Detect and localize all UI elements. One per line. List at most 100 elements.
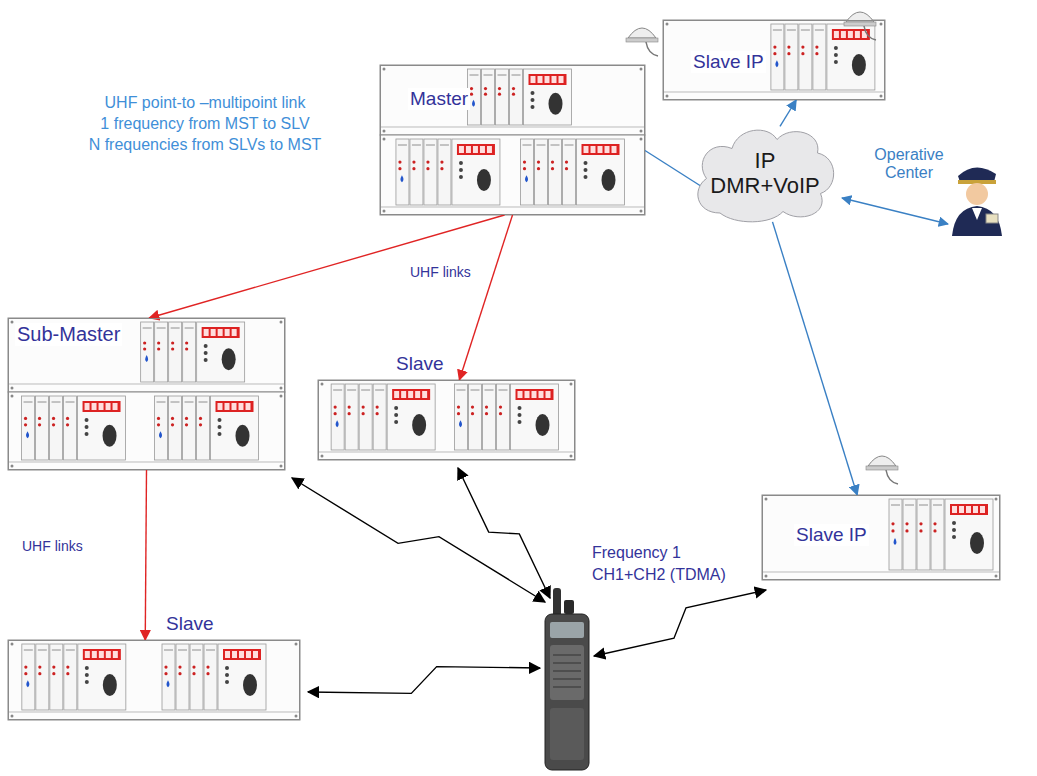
card	[345, 384, 358, 450]
link-description: N frequencies from SLVs to MST	[89, 136, 322, 154]
card	[169, 396, 182, 460]
network-cloud: IP DMR+VoIP	[690, 120, 840, 225]
display-module	[387, 384, 435, 450]
card	[785, 24, 798, 90]
radio-link	[292, 478, 545, 602]
display-module	[577, 139, 625, 205]
rack-unit	[663, 20, 885, 100]
card	[359, 384, 372, 450]
card	[64, 396, 77, 460]
uhf-link	[459, 215, 512, 380]
card	[183, 396, 196, 460]
card	[169, 322, 182, 382]
radio-link	[594, 590, 766, 656]
rack-unit	[8, 318, 285, 392]
card	[931, 499, 944, 570]
card	[903, 499, 916, 570]
rack-unit	[8, 392, 285, 470]
card	[162, 644, 175, 710]
channel-label: CH1+CH2 (TDMA)	[592, 566, 726, 584]
equipment-rack: Slave IP	[762, 495, 1000, 580]
card	[482, 69, 495, 125]
card	[521, 139, 534, 205]
card	[155, 322, 168, 382]
card	[36, 396, 49, 460]
display-module	[511, 384, 559, 450]
node-title: Slave IP	[691, 51, 766, 73]
card	[483, 384, 496, 450]
card	[190, 644, 203, 710]
gps-antenna	[866, 456, 898, 484]
radio-link	[458, 468, 550, 598]
rack-unit	[8, 640, 300, 720]
card	[22, 396, 35, 460]
display-module	[197, 322, 245, 382]
card	[917, 499, 930, 570]
gps-antenna	[626, 28, 658, 56]
card	[331, 384, 344, 450]
rack-unit	[318, 380, 575, 460]
equipment-rack: Slave IP	[663, 20, 885, 100]
node-title: Slave	[396, 353, 444, 375]
link-label: UHF links	[20, 538, 85, 554]
gps-antenna	[844, 12, 876, 40]
node-title: Slave	[166, 613, 214, 635]
card	[22, 644, 35, 710]
link-label: UHF links	[408, 264, 473, 280]
card	[155, 396, 168, 460]
radio-link	[308, 667, 540, 694]
card	[438, 139, 451, 205]
equipment-rack: Sub-Master	[8, 318, 285, 470]
uhf-link	[145, 470, 146, 640]
equipment-rack: Master	[380, 65, 645, 215]
card	[455, 384, 468, 450]
card	[183, 322, 196, 382]
node-title: Sub-Master	[15, 323, 122, 346]
rack-unit	[762, 495, 1000, 580]
card	[197, 396, 210, 460]
card	[64, 644, 77, 710]
card	[510, 69, 523, 125]
display-module	[78, 396, 126, 460]
card	[204, 644, 217, 710]
operator-figure	[952, 167, 1002, 236]
display-module	[945, 499, 993, 570]
uhf-link	[149, 215, 504, 318]
card	[889, 499, 902, 570]
card	[771, 24, 784, 90]
card	[176, 644, 189, 710]
card	[50, 644, 63, 710]
card	[396, 139, 409, 205]
display-module	[218, 644, 266, 710]
card	[799, 24, 812, 90]
card	[50, 396, 63, 460]
card	[141, 322, 154, 382]
card	[497, 384, 510, 450]
card	[813, 24, 826, 90]
card	[373, 384, 386, 450]
card	[36, 644, 49, 710]
cloud-label: IP DMR+VoIP	[706, 147, 824, 198]
ip-link	[773, 222, 858, 495]
link-description: UHF point-to –multipoint link	[105, 94, 306, 112]
operator-link	[842, 198, 948, 224]
display-module	[211, 396, 259, 460]
card	[469, 384, 482, 450]
display-module	[524, 69, 572, 125]
card	[563, 139, 576, 205]
equipment-rack: Slave	[318, 380, 575, 460]
channel-label: Frequency 1	[592, 544, 681, 562]
handset-illustration	[545, 588, 589, 770]
rack-unit	[380, 135, 645, 215]
node-title: Slave IP	[794, 524, 869, 546]
card	[535, 139, 548, 205]
link-description: 1 frequency from MST to SLV	[100, 115, 309, 133]
operator-label: Operative Center	[866, 146, 952, 183]
display-module	[452, 139, 500, 205]
card	[549, 139, 562, 205]
card	[410, 139, 423, 205]
display-module	[78, 644, 126, 710]
node-title: Master	[408, 88, 470, 110]
equipment-rack: Slave	[8, 640, 300, 720]
card	[424, 139, 437, 205]
